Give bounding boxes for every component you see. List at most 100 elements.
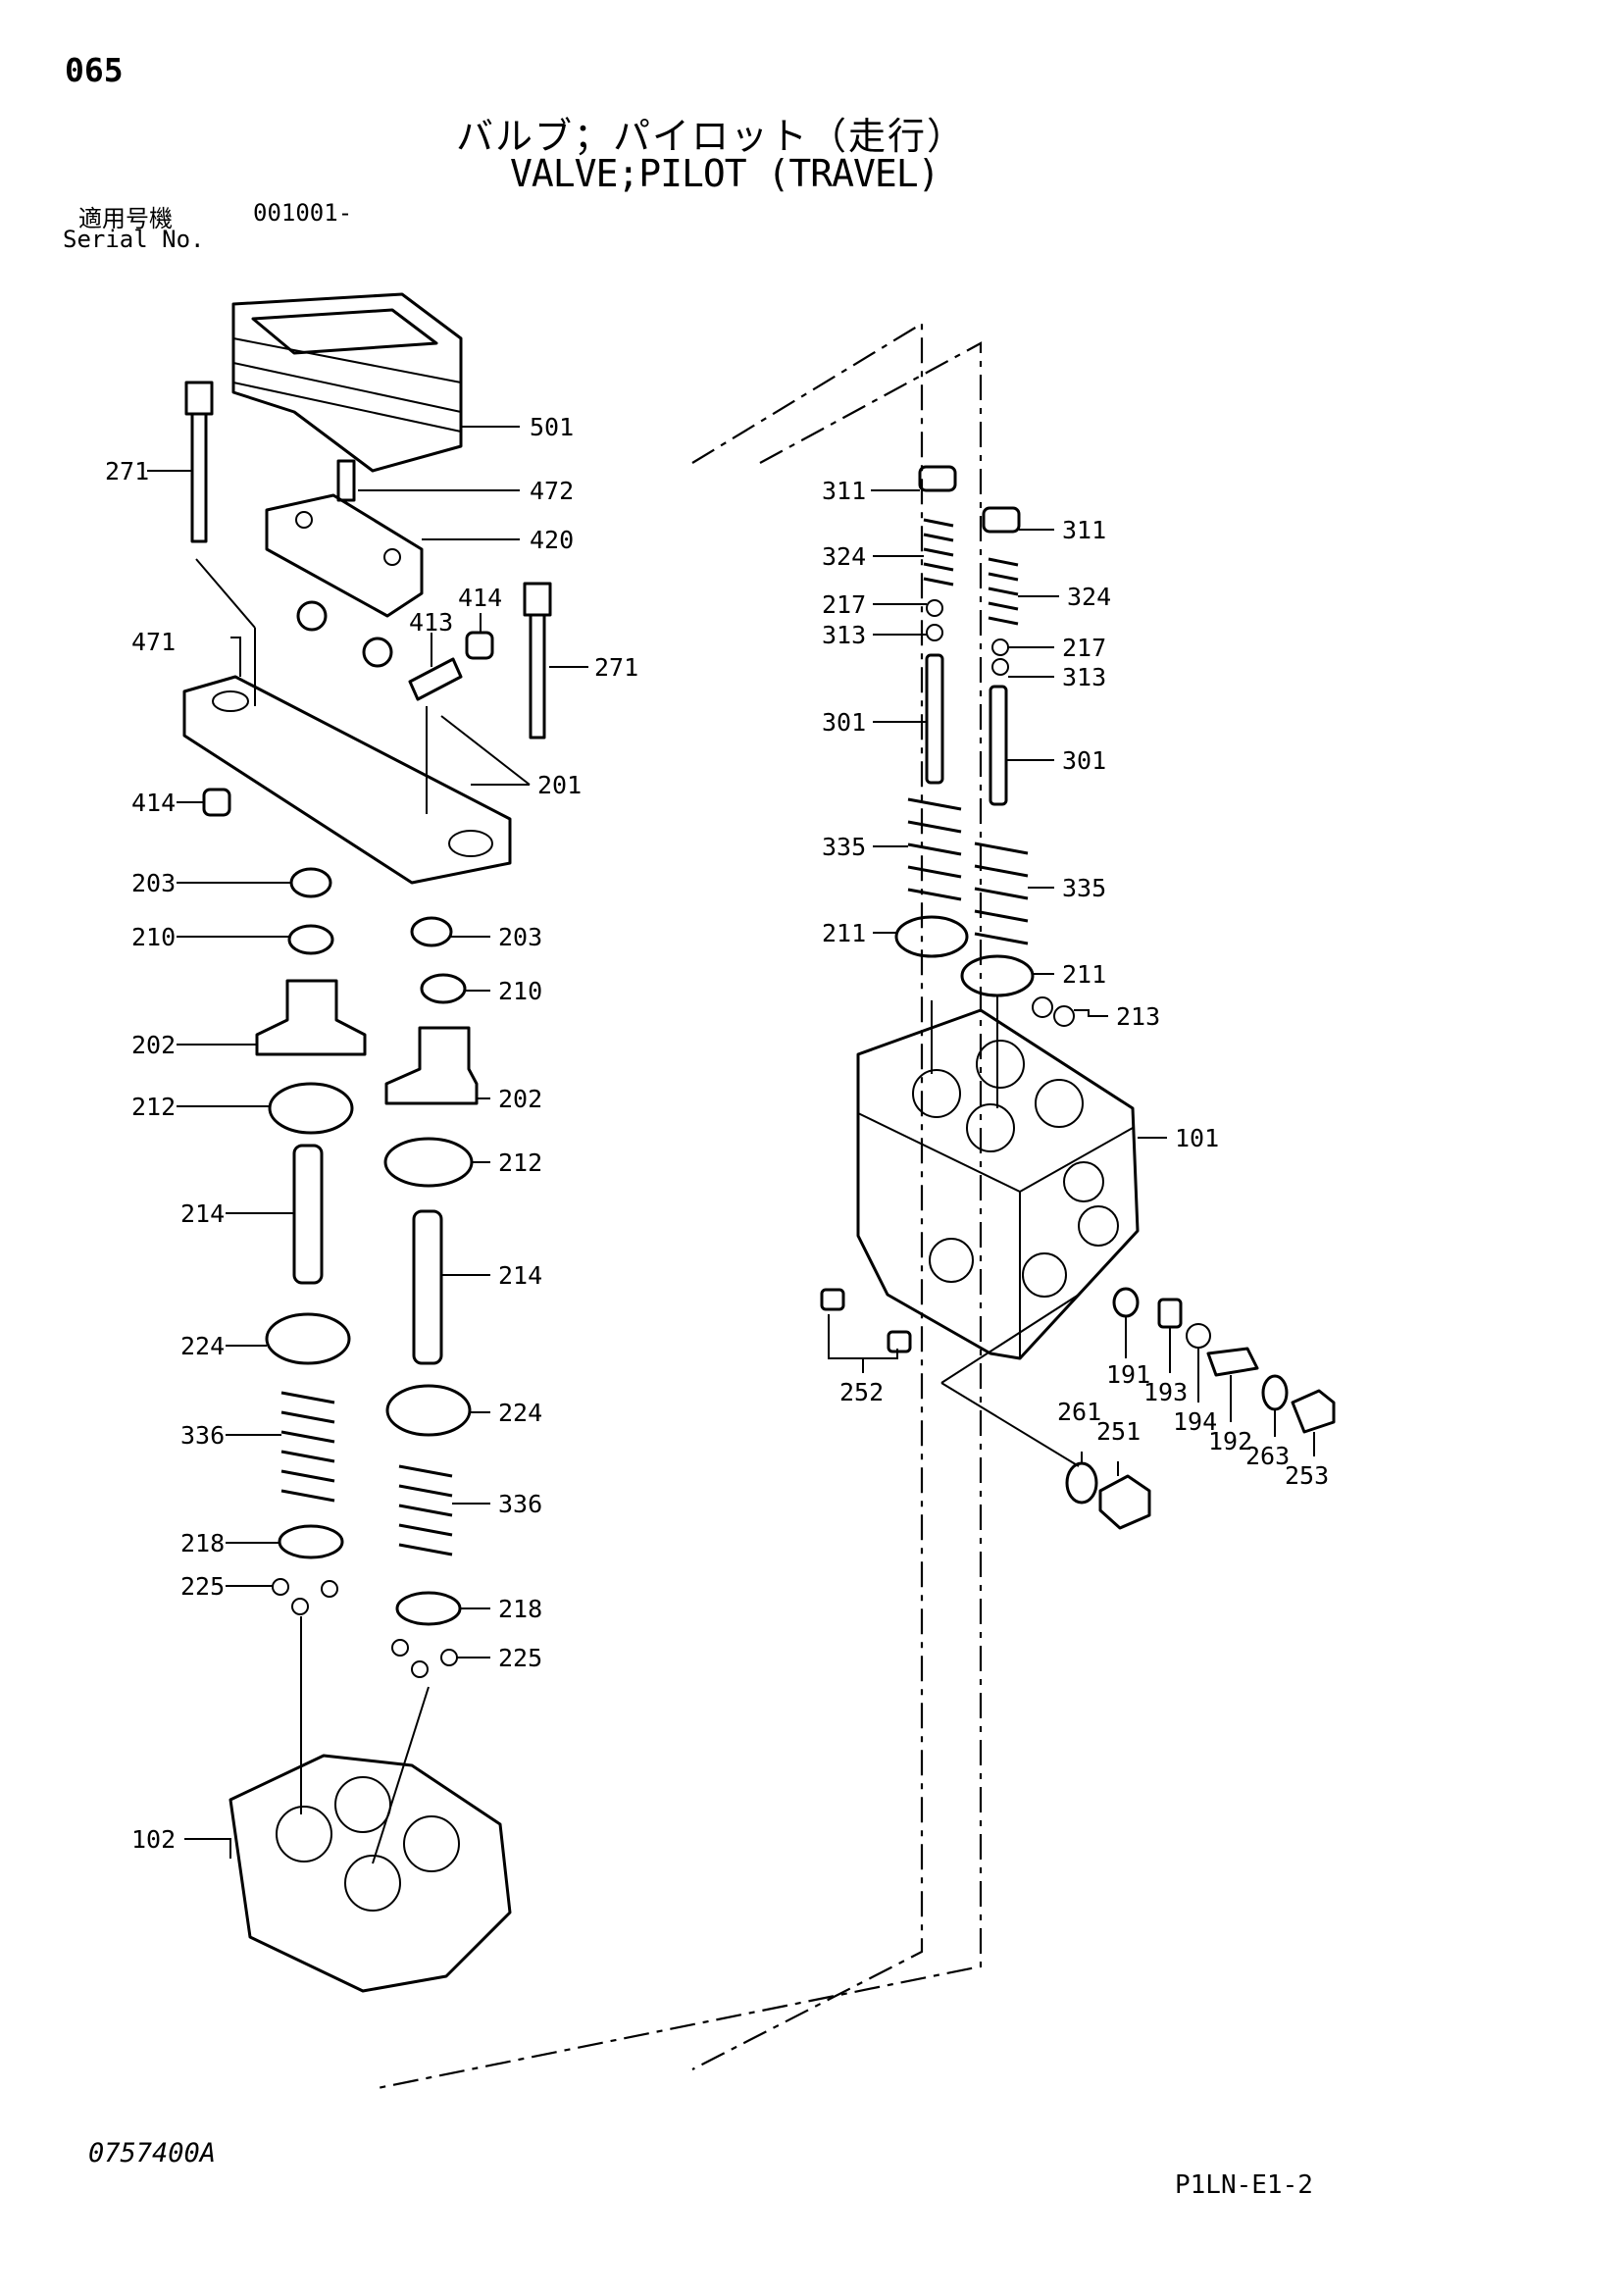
callout-214-right: 214: [498, 1261, 542, 1290]
washer-313-left: [926, 624, 943, 641]
leader-port: [940, 1294, 1080, 1467]
bushing-part-b: [202, 788, 231, 817]
callout-212-left: 212: [131, 1093, 176, 1121]
callout-218-right: 218: [498, 1595, 542, 1623]
callout-313-right: 313: [1062, 663, 1106, 691]
casing-top-part: [182, 675, 512, 885]
callout-194: 194: [1173, 1407, 1217, 1436]
push-rod-214-right: [412, 1209, 443, 1365]
callout-471: 471: [131, 628, 176, 656]
casing-bottom-part: [228, 1754, 512, 1993]
callout-224-left: 224: [180, 1332, 225, 1360]
assembly-boundary-line: [691, 322, 924, 2070]
callout-211-right: 211: [1062, 960, 1106, 989]
callout-335-right: 335: [1062, 874, 1106, 902]
callout-201: 201: [537, 771, 582, 799]
callout-263: 263: [1245, 1442, 1290, 1470]
washer-218-left: [278, 1524, 344, 1559]
callout-420: 420: [530, 526, 574, 554]
callout-191: 191: [1106, 1360, 1150, 1389]
spool-301-right: [989, 685, 1008, 806]
leader-lines: [147, 426, 1315, 1859]
plug-253: [1291, 1389, 1336, 1434]
callout-413: 413: [409, 608, 453, 637]
spool-301-left: [925, 653, 944, 785]
bolt-part-left: [184, 381, 214, 543]
plate-part: [265, 493, 424, 618]
callout-253: 253: [1285, 1461, 1329, 1490]
callout-102: 102: [131, 1825, 176, 1854]
filter-193: [1157, 1298, 1183, 1329]
oring-212-left: [268, 1082, 354, 1135]
washer-218-right: [395, 1591, 462, 1626]
callout-335-left: 335: [822, 833, 866, 861]
washer-217-left: [926, 599, 943, 617]
callout-251: 251: [1096, 1417, 1141, 1446]
callout-472: 472: [530, 477, 574, 505]
drawing-id: 0757400A: [88, 2138, 217, 2168]
ball-213-b: [1053, 1005, 1075, 1027]
callout-214-left: 214: [180, 1199, 225, 1228]
callout-336-right: 336: [498, 1490, 542, 1518]
ball-225-right-b: [411, 1660, 429, 1678]
seat-192: [1206, 1347, 1259, 1377]
callout-192: 192: [1208, 1427, 1252, 1455]
callout-225-right: 225: [498, 1644, 542, 1672]
callout-101: 101: [1175, 1124, 1219, 1152]
spring-324-right: [988, 557, 1019, 626]
oring-261: [1065, 1461, 1098, 1505]
callout-203-left: 203: [131, 869, 176, 897]
callout-217-right: 217: [1062, 634, 1106, 662]
serial-number-value: 001001-: [253, 199, 353, 227]
callout-202-left: 202: [131, 1031, 176, 1059]
oring-212-right: [383, 1137, 474, 1188]
push-rod-214-left: [292, 1144, 324, 1285]
callout-252: 252: [839, 1378, 884, 1406]
ball-part-b: [362, 637, 393, 668]
callout-336-left: 336: [180, 1421, 225, 1450]
callout-301-left: 301: [822, 708, 866, 737]
valve-body-part: [856, 1008, 1140, 1360]
ball-225-right-a: [391, 1639, 409, 1657]
spring-335-right: [974, 842, 1029, 945]
title-japanese: バルブ；パイロット（走行）: [456, 115, 967, 158]
ball-213-a: [1032, 996, 1053, 1018]
callout-211-left: 211: [822, 919, 866, 947]
plug-252-b: [887, 1330, 912, 1353]
spring-336-right: [398, 1464, 453, 1556]
ball-225-left-a: [272, 1578, 289, 1596]
leader-lower-right: [372, 1686, 430, 1864]
screw-part: [336, 459, 356, 502]
callout-313-left: 313: [822, 621, 866, 649]
pin-part: [408, 657, 463, 701]
ball-part-a: [296, 600, 328, 632]
callout-324-right: 324: [1067, 583, 1111, 611]
oring-211-right: [960, 954, 1035, 997]
callout-324-left: 324: [822, 542, 866, 571]
cover-boot-part: [231, 292, 463, 473]
callout-217-left: 217: [822, 590, 866, 619]
serial-label-japanese: 適用号機: [78, 205, 173, 232]
callout-501: 501: [530, 413, 574, 441]
bolt-part-right: [523, 582, 552, 740]
callout-225-left: 225: [180, 1572, 225, 1601]
ball-225-left-c: [321, 1580, 338, 1598]
cap-311-right: [982, 506, 1021, 534]
washer-313-right: [991, 658, 1009, 676]
callout-261: 261: [1057, 1398, 1101, 1426]
ring-191: [1112, 1287, 1140, 1318]
seal-203-left: [289, 867, 332, 898]
title-english: VALVE;PILOT (TRAVEL): [510, 152, 940, 195]
ball-225-left-b: [291, 1598, 309, 1615]
callout-218-left: 218: [180, 1529, 225, 1557]
leader-252: [828, 1314, 898, 1373]
spring-335-left: [907, 797, 962, 901]
callout-414-top: 414: [458, 584, 502, 612]
callout-301-right: 301: [1062, 746, 1106, 775]
oring-211-left: [894, 915, 969, 958]
callout-311-left: 311: [822, 477, 866, 505]
assembly-boundary-line-inner: [372, 341, 983, 2091]
ball-225-right-c: [440, 1649, 458, 1666]
oring-210-left: [287, 924, 334, 955]
